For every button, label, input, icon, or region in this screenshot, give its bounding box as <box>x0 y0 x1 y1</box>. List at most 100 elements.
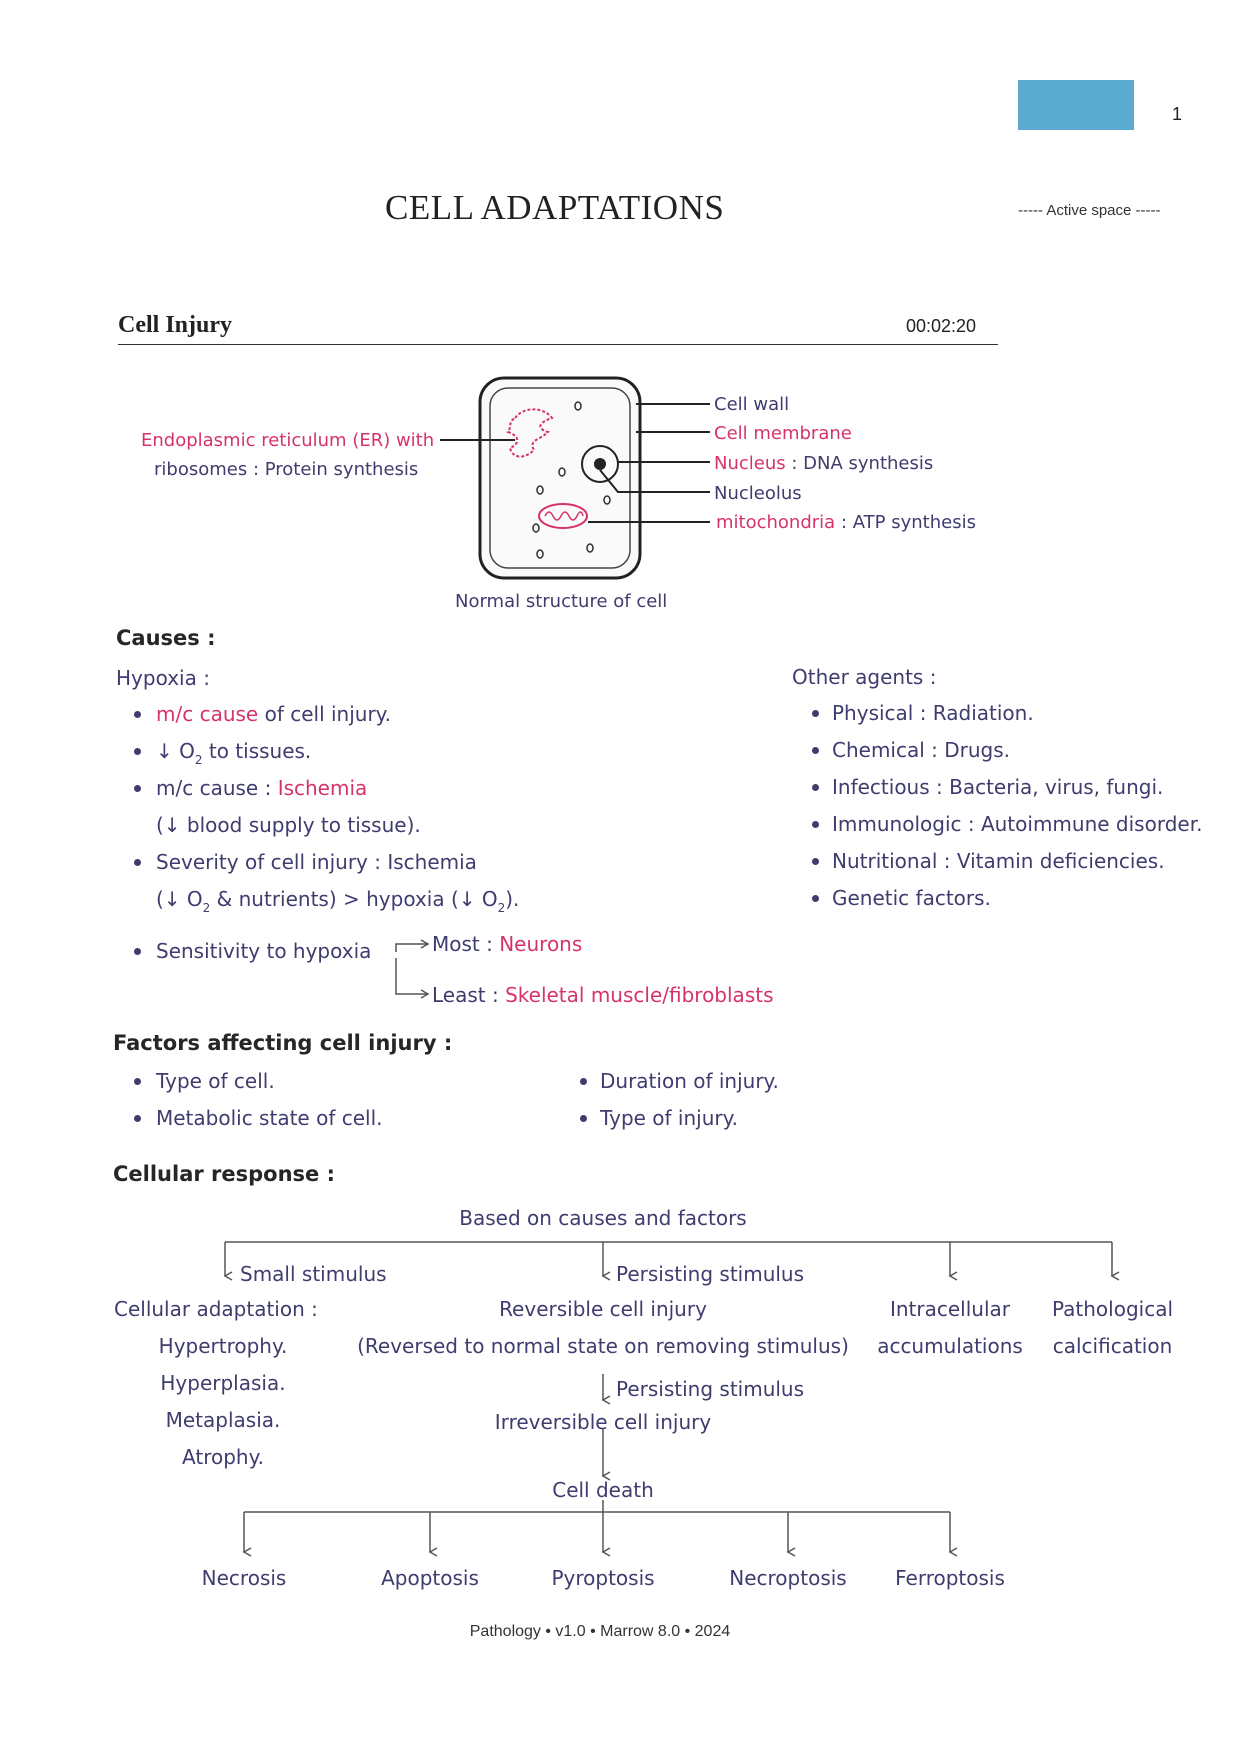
sensitivity-least-label: Least : <box>432 983 506 1007</box>
cell-diagram-caption: Normal structure of cell <box>455 591 668 612</box>
label-nucleolus: Nucleolus <box>714 483 802 504</box>
cell-death-node: Cell death <box>552 1478 654 1502</box>
bullet-dot <box>812 895 819 902</box>
section-title: Cell Injury <box>118 312 232 338</box>
endoplasmic-reticulum-shape <box>506 408 554 458</box>
page-number: 1 <box>1172 104 1183 124</box>
sensitivity-most: Most : Neurons <box>432 932 582 956</box>
reversible-injury-node: Reversible cell injury <box>499 1297 707 1321</box>
other-agent-item: Immunologic : Autoimmune disorder. <box>832 812 1203 836</box>
nucleolus-shape <box>594 458 606 470</box>
label-cell-wall: Cell wall <box>714 394 790 415</box>
other-agent-item: Genetic factors. <box>832 886 991 910</box>
bullet-dot <box>134 1078 141 1085</box>
other-agent-item: Nutritional : Vitamin deficiencies. <box>832 849 1165 873</box>
hypoxia-point-3-highlight: Ischemia <box>277 776 368 800</box>
cellular-response-heading: Cellular response : <box>113 1162 335 1186</box>
page-title: CELL ADAPTATIONS <box>385 188 725 227</box>
point-4-c: ). <box>505 887 520 911</box>
bullet-dot <box>812 858 819 865</box>
bullet-dot <box>580 1115 587 1122</box>
sensitivity-least-value: Skeletal muscle/fibroblasts <box>505 983 774 1007</box>
adaptation-item: Hypertrophy. <box>158 1334 288 1358</box>
cell-illustration <box>478 376 642 580</box>
page-tab-marker <box>1018 80 1134 130</box>
irreversible-injury-node: Irreversible cell injury <box>494 1410 712 1434</box>
hypoxia-point-3: m/c cause : Ischemia <box>156 776 367 800</box>
bullet-dot <box>134 785 141 792</box>
sensitivity-least: Least : Skeletal muscle/fibroblasts <box>432 983 774 1007</box>
factor-item: Type of injury. <box>600 1106 738 1130</box>
intracellular-node-line-1: Intracellular <box>889 1297 1011 1321</box>
label-cell-membrane: Cell membrane <box>714 423 852 444</box>
label-mitochondria-function: : ATP synthesis <box>840 512 976 533</box>
label-nucleus-function: : DNA synthesis <box>791 453 934 474</box>
page-footer: Pathology • v1.0 • Marrow 8.0 • 2024 <box>469 1623 731 1640</box>
factor-item: Type of cell. <box>156 1069 275 1093</box>
point-4-sub-2: 2 <box>497 901 506 915</box>
causes-heading: Causes : <box>116 626 216 650</box>
other-agents-heading: Other agents : <box>792 665 937 689</box>
hypoxia-point-3-line-2: (↓ blood supply to tissue). <box>156 813 421 837</box>
label-nucleus-name: Nucleus <box>714 453 786 474</box>
bullet-dot <box>134 948 141 955</box>
label-mitochondria: mitochondria : ATP synthesis <box>716 512 976 533</box>
bullet-dot <box>134 859 141 866</box>
bullet-dot <box>580 1078 587 1085</box>
factor-item: Duration of injury. <box>600 1069 779 1093</box>
hypoxia-point-1-rest: of cell injury. <box>258 702 392 726</box>
sensitivity-label: Sensitivity to hypoxia <box>156 939 372 963</box>
bullet-dot <box>134 1115 141 1122</box>
er-label-line-1: Endoplasmic reticulum (ER) with <box>141 430 434 451</box>
point-4-a: (↓ O <box>156 887 203 911</box>
bullet-dot <box>812 710 819 717</box>
reversible-injury-note: (Reversed to normal state on removing st… <box>357 1334 849 1358</box>
hypoxia-point-4: Severity of cell injury : Ischemia <box>156 850 477 874</box>
death-type-pyroptosis: Pyroptosis <box>551 1566 655 1590</box>
bullet-dot <box>812 747 819 754</box>
adaptation-item: Atrophy. <box>182 1445 264 1469</box>
other-agent-item: Infectious : Bacteria, virus, fungi. <box>832 775 1164 799</box>
er-label-line-2: ribosomes : Protein synthesis <box>154 459 419 480</box>
persisting-stimulus-label: Persisting stimulus <box>616 1262 805 1286</box>
hypoxia-point-2-post: to tissues. <box>202 739 312 763</box>
label-nucleus: Nucleus : DNA synthesis <box>714 453 933 474</box>
persisting-stimulus-label-2: Persisting stimulus <box>616 1377 805 1401</box>
active-space-label: ----- Active space ----- <box>1018 202 1161 219</box>
other-agent-item: Chemical : Drugs. <box>832 738 1011 762</box>
calcification-node-line-1: Pathological <box>1051 1297 1174 1321</box>
death-type-ferroptosis: Ferroptosis <box>895 1566 1005 1590</box>
adaptation-item: Hyperplasia. <box>160 1371 286 1395</box>
video-timestamp: 00:02:20 <box>906 316 977 336</box>
bullet-dot <box>134 711 141 718</box>
death-type-necrosis: Necrosis <box>201 1566 287 1590</box>
point-4-b: & nutrients) > hypoxia (↓ O <box>210 887 498 911</box>
factor-item: Metabolic state of cell. <box>156 1106 383 1130</box>
intracellular-node-line-2: accumulations <box>877 1334 1023 1358</box>
other-agent-item: Physical : Radiation. <box>832 701 1034 725</box>
sensitivity-most-label: Most : <box>432 932 500 956</box>
sensitivity-most-value: Neurons <box>499 932 583 956</box>
er-label-text-1: Endoplasmic reticulum (ER) with <box>141 430 435 451</box>
nucleus-shape <box>581 445 619 483</box>
small-stimulus-label: Small stimulus <box>240 1262 387 1286</box>
calcification-node-line-2: calcification <box>1052 1334 1173 1358</box>
bullet-dot <box>812 784 819 791</box>
hypoxia-point-4-line-2: (↓ O2 & nutrients) > hypoxia (↓ O2). <box>156 887 519 915</box>
death-type-necroptosis: Necroptosis <box>729 1566 847 1590</box>
hypoxia-point-2-sub: 2 <box>194 753 203 767</box>
hypoxia-point-2-pre: ↓ O <box>156 739 195 763</box>
bullet-dot <box>134 748 141 755</box>
factors-heading: Factors affecting cell injury : <box>113 1031 453 1055</box>
mitochondria-shape <box>538 503 588 529</box>
hypoxia-point-3-pre: m/c cause : <box>156 776 278 800</box>
hypoxia-point-1: m/c cause of cell injury. <box>156 702 391 726</box>
label-mitochondria-name: mitochondria <box>716 512 836 533</box>
bullet-dot <box>812 821 819 828</box>
section-rule <box>118 344 998 345</box>
cellular-adaptation-heading: Cellular adaptation : <box>114 1297 318 1321</box>
response-top-node: Based on causes and factors <box>459 1206 747 1230</box>
hypoxia-point-2: ↓ O2 to tissues. <box>156 739 311 767</box>
death-type-apoptosis: Apoptosis <box>381 1566 479 1590</box>
